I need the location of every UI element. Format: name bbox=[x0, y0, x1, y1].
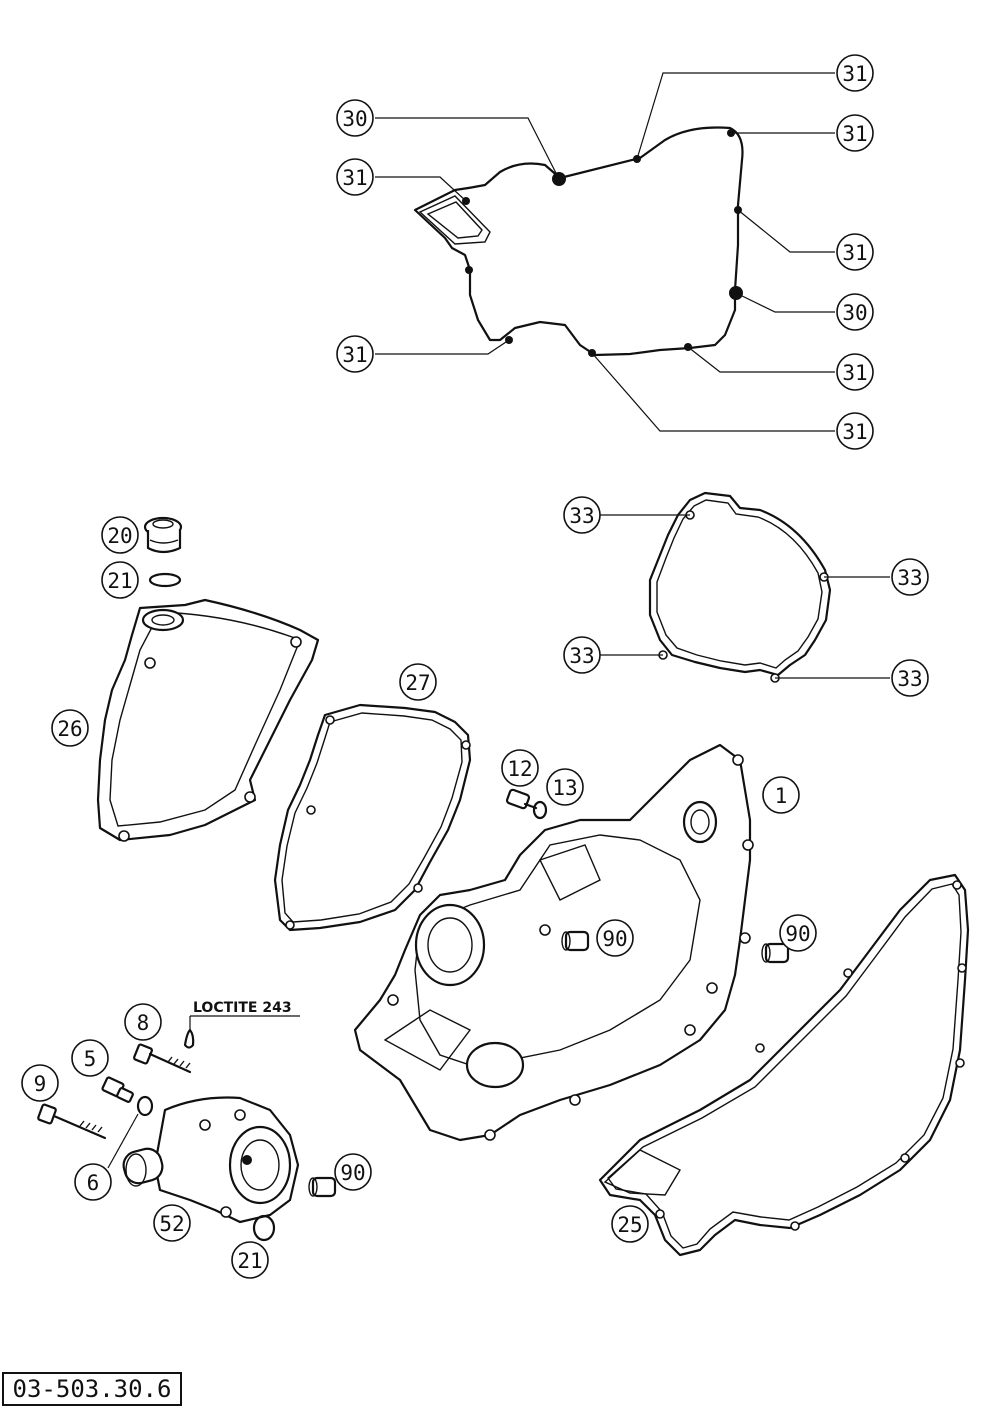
top-gasket-holes bbox=[462, 129, 743, 357]
main-case-cover bbox=[353, 743, 754, 1142]
long-bolt-9 bbox=[37, 1103, 107, 1140]
callout-90-c: 90 bbox=[334, 1153, 372, 1191]
callout-5: 5 bbox=[71, 1039, 109, 1077]
dowel-sleeve-center bbox=[561, 930, 590, 952]
svg-text:31: 31 bbox=[842, 122, 867, 146]
svg-text:90: 90 bbox=[602, 927, 627, 951]
seal-ring-6-leader bbox=[107, 1113, 139, 1169]
o-ring-top bbox=[148, 572, 182, 588]
svg-text:1: 1 bbox=[775, 784, 788, 808]
case-gasket bbox=[598, 873, 970, 1257]
svg-text:31: 31 bbox=[842, 62, 867, 86]
svg-text:6: 6 bbox=[87, 1171, 100, 1195]
svg-text:31: 31 bbox=[842, 361, 867, 385]
cover-gasket bbox=[273, 703, 472, 932]
callout-33-c: 33 bbox=[563, 636, 601, 674]
filler-plug bbox=[143, 516, 183, 554]
fitting-5 bbox=[101, 1076, 134, 1103]
callout-31-g: 31 bbox=[836, 412, 874, 450]
callout-31-c: 31 bbox=[336, 158, 374, 196]
svg-text:21: 21 bbox=[237, 1249, 262, 1273]
callout-9: 9 bbox=[21, 1064, 59, 1102]
small-washer bbox=[532, 800, 548, 820]
svg-text:31: 31 bbox=[342, 166, 367, 190]
callout-13: 13 bbox=[546, 768, 584, 806]
callout-31-f: 31 bbox=[836, 353, 874, 391]
small-bolt bbox=[505, 788, 538, 810]
callout-20: 20 bbox=[101, 516, 139, 554]
callout-90-b: 90 bbox=[779, 914, 817, 952]
callout-8: 8 bbox=[124, 1003, 162, 1041]
dowel-sleeve-lower bbox=[308, 1176, 337, 1198]
o-ring-bottom bbox=[252, 1214, 276, 1242]
callout-6: 6 bbox=[74, 1163, 112, 1201]
svg-text:20: 20 bbox=[107, 524, 132, 548]
callout-31-d: 31 bbox=[836, 233, 874, 271]
callout-33-b: 33 bbox=[891, 558, 929, 596]
dowel-sleeve-right bbox=[761, 942, 790, 964]
svg-text:27: 27 bbox=[405, 671, 430, 695]
clutch-cover bbox=[96, 598, 320, 842]
svg-text:5: 5 bbox=[84, 1047, 97, 1071]
svg-text:31: 31 bbox=[842, 241, 867, 265]
callout-30-b: 30 bbox=[836, 293, 874, 331]
callout-30-a: 30 bbox=[336, 99, 374, 137]
svg-text:9: 9 bbox=[34, 1072, 47, 1096]
loctite-note: LOCTITE 243 bbox=[193, 1000, 292, 1016]
callout-25: 25 bbox=[611, 1205, 649, 1243]
callout-90-a: 90 bbox=[596, 919, 634, 957]
svg-text:30: 30 bbox=[842, 301, 867, 325]
svg-text:33: 33 bbox=[897, 566, 922, 590]
long-bolt-8 bbox=[133, 1043, 192, 1074]
callout-21-b: 21 bbox=[231, 1241, 269, 1279]
seal-ring-6 bbox=[136, 1095, 154, 1117]
loctite-drop bbox=[183, 1028, 195, 1049]
svg-text:26: 26 bbox=[57, 717, 82, 741]
callout-27: 27 bbox=[399, 663, 437, 701]
svg-text:30: 30 bbox=[342, 107, 367, 131]
callout-33-d: 33 bbox=[891, 659, 929, 697]
top-gasket-leaders bbox=[375, 72, 835, 432]
top-gasket bbox=[413, 126, 744, 357]
svg-text:25: 25 bbox=[617, 1213, 642, 1237]
ring-gasket bbox=[648, 491, 832, 683]
svg-text:33: 33 bbox=[897, 667, 922, 691]
svg-text:33: 33 bbox=[569, 644, 594, 668]
ring-gasket-leaders bbox=[600, 514, 890, 679]
svg-text:8: 8 bbox=[137, 1011, 150, 1035]
callout-31-b: 31 bbox=[836, 114, 874, 152]
svg-text:31: 31 bbox=[842, 420, 867, 444]
svg-text:31: 31 bbox=[342, 343, 367, 367]
callout-33-a: 33 bbox=[563, 496, 601, 534]
svg-text:12: 12 bbox=[507, 757, 532, 781]
svg-text:13: 13 bbox=[552, 776, 577, 800]
callout-31-a: 31 bbox=[836, 54, 874, 92]
callout-26: 26 bbox=[51, 709, 89, 747]
callout-1: 1 bbox=[762, 776, 800, 814]
svg-text:90: 90 bbox=[785, 922, 810, 946]
pump-housing bbox=[122, 1096, 300, 1224]
drawing-code: 03-503.30.6 bbox=[2, 1372, 182, 1406]
svg-text:52: 52 bbox=[159, 1212, 184, 1236]
svg-text:90: 90 bbox=[340, 1161, 365, 1185]
svg-text:21: 21 bbox=[107, 569, 132, 593]
svg-text:33: 33 bbox=[569, 504, 594, 528]
callout-52: 52 bbox=[153, 1204, 191, 1242]
callout-21-a: 21 bbox=[101, 561, 139, 599]
callout-31-e: 31 bbox=[336, 335, 374, 373]
callout-12: 12 bbox=[501, 749, 539, 787]
